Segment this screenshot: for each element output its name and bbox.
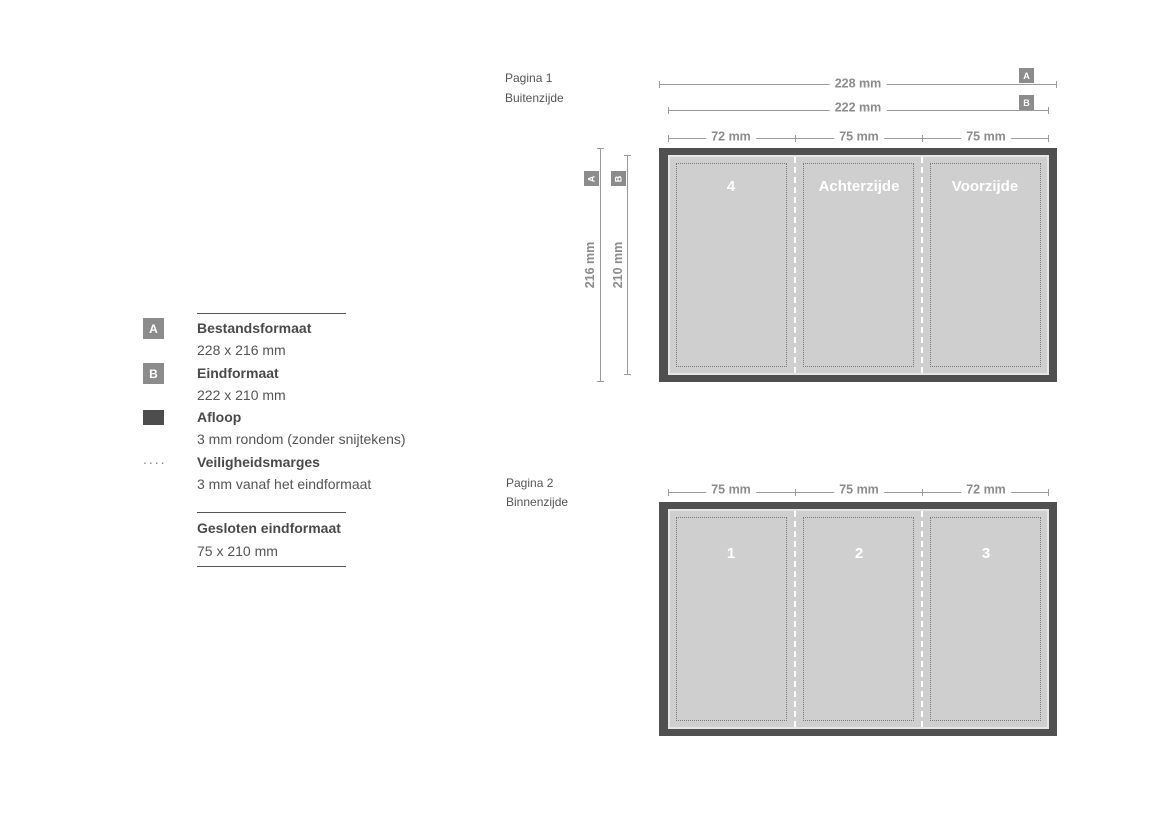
page1-sheet-trim [668, 155, 1049, 375]
page1-panel-width-2: 75 mm [834, 129, 884, 144]
page2-panel-2-label: 2 [854, 545, 864, 562]
bleed-title: Afloop [197, 409, 242, 425]
page1-safe-area-3 [930, 163, 1041, 367]
page1-panel-width-1: 72 mm [706, 129, 756, 144]
page1-height-b-line [624, 155, 631, 375]
page1-width-b: 222 mm [829, 100, 887, 115]
page2-label: Pagina 2 [506, 476, 554, 490]
safety-value: 3 mm vanaf het eindformaat [197, 476, 372, 492]
page1-panel-1-label: 4 [726, 178, 736, 195]
page2-fold-2 [921, 511, 923, 727]
legend-bottom-rule [197, 566, 346, 567]
bleed-swatch [143, 410, 164, 425]
page1-fold-2 [921, 157, 923, 373]
page1-label: Pagina 1 [505, 71, 553, 85]
page2-panel-width-1: 75 mm [706, 482, 756, 497]
page1-safe-area-2 [803, 163, 914, 367]
page2-panel-width-2: 75 mm [834, 482, 884, 497]
page1-sublabel: Buitenzijde [505, 91, 564, 105]
page1-height-a-line [597, 148, 604, 382]
file-format-title: Bestandsformaat [197, 320, 312, 336]
page1-width-a: 228 mm [829, 76, 887, 91]
legend-top-rule [197, 313, 346, 314]
file-format-value: 228 x 216 mm [197, 342, 286, 358]
page2-sublabel: Binnenzijde [506, 495, 569, 509]
page1-height-badge-b: B [611, 171, 626, 186]
page1-fold-1 [794, 157, 796, 373]
page1-panel-3-label: Voorzijde [951, 178, 1019, 195]
final-format-value: 222 x 210 mm [197, 387, 286, 403]
final-format-title: Eindformaat [197, 365, 279, 381]
page2-safe-area-2 [803, 517, 914, 721]
page2-sheet-trim [668, 509, 1049, 729]
page2-panel-width-3: 72 mm [961, 482, 1011, 497]
page2-panel-3-label: 3 [981, 545, 991, 562]
page1-panel-width-3: 75 mm [961, 129, 1011, 144]
badge-a: A [143, 318, 164, 339]
page1-panel-2-label: Achterzijde [818, 178, 900, 195]
page2-panel-1-label: 1 [726, 545, 736, 562]
page1-height-b: 210 mm [611, 236, 625, 294]
page1-height-a: 216 mm [583, 236, 597, 294]
page1-badge-b: B [1019, 95, 1034, 110]
closed-format-title: Gesloten eindformaat [197, 520, 341, 536]
safety-dots-symbol: .... [143, 451, 167, 467]
page1-safe-area-1 [676, 163, 787, 367]
page2-fold-1 [794, 511, 796, 727]
closed-format-value: 75 x 210 mm [197, 543, 278, 559]
page1-badge-a: A [1019, 68, 1034, 83]
bleed-value: 3 mm rondom (zonder snijtekens) [197, 431, 406, 447]
legend-middle-rule [197, 512, 346, 513]
page1-height-badge-a: A [584, 171, 599, 186]
badge-b: B [143, 363, 164, 384]
safety-title: Veiligheidsmarges [197, 454, 320, 470]
page2-safe-area-3 [930, 517, 1041, 721]
page2-safe-area-1 [676, 517, 787, 721]
